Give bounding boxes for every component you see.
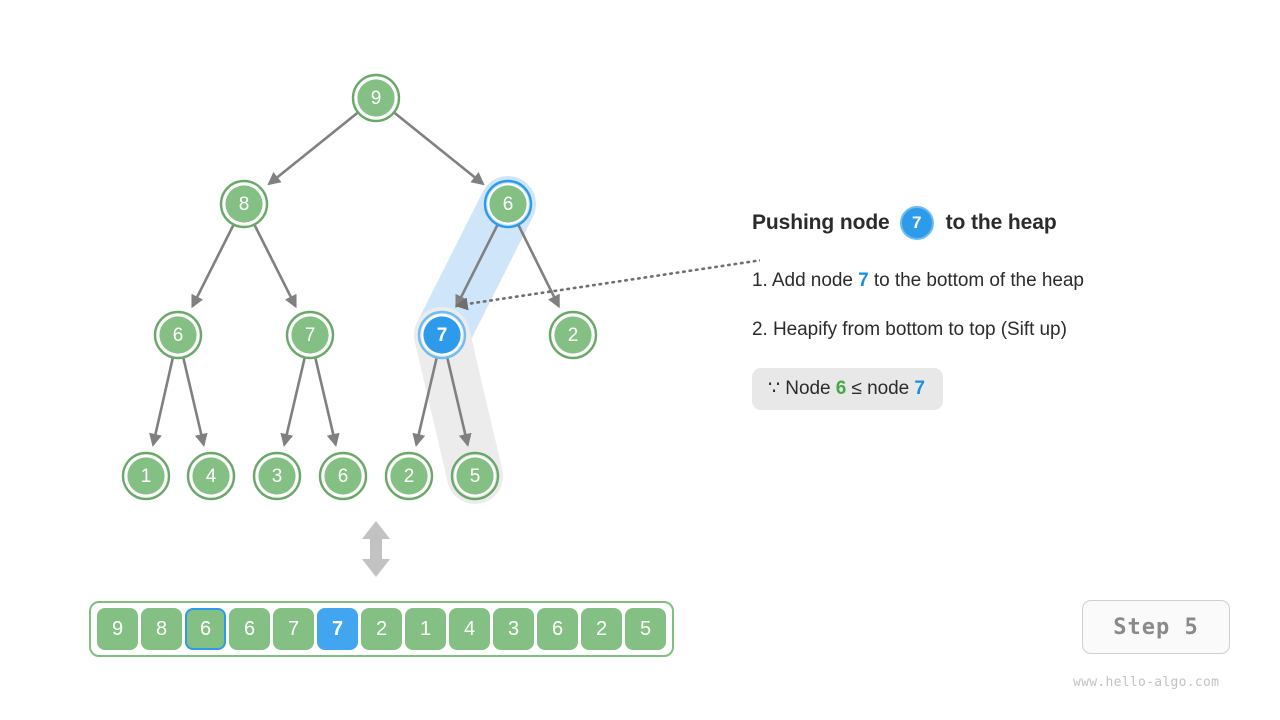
tree-node-n3: 6 (153, 310, 203, 360)
tree-edge-n4-n9 (280, 358, 306, 447)
reason-left-value: 6 (835, 378, 847, 399)
explanation-panel: Pushing node 7 to the heap 1. Add node 7… (752, 206, 1252, 410)
tree-edge-n1-n3 (191, 224, 235, 309)
tree-node-label: 6 (173, 325, 184, 346)
reason-right-value: 7 (914, 378, 925, 399)
tree-node-label: 4 (206, 466, 217, 487)
array-cell-7: 1 (405, 608, 446, 650)
panel-title-suffix: to the heap (945, 211, 1057, 234)
tree-nodes: 9 8 6 6 7 7 2 1 4 3 6 2 5 (121, 73, 598, 501)
binary-tree: 9 8 6 6 7 7 2 1 4 3 6 2 5 (121, 73, 760, 577)
tree-edge-n2-n5 (455, 224, 499, 309)
tree-edge-n2-n6 (517, 224, 560, 309)
tree-node-label: 2 (568, 325, 579, 346)
reason-operator: ≤ (846, 378, 868, 399)
step-2-pre: 2. Heapify from bottom to top (Sift up) (752, 319, 1067, 340)
tree-node-n7: 1 (121, 451, 171, 501)
array-cell-8: 4 (449, 608, 490, 650)
tree-node-label: 8 (239, 194, 250, 215)
tree-node-n10: 6 (318, 451, 368, 501)
tree-node-n5: 7 (417, 310, 467, 360)
step-1-post: to the bottom of the heap (868, 270, 1084, 291)
array-cell-11: 2 (581, 608, 622, 650)
panel-title: Pushing node 7 to the heap (752, 206, 1252, 240)
tree-node-n9: 3 (252, 451, 302, 501)
reason-post: node (867, 378, 915, 399)
tree-edge-n5-n12 (446, 358, 472, 447)
tree-node-label: 6 (338, 466, 349, 487)
tree-node-label: 1 (141, 466, 152, 487)
tree-node-label: 9 (371, 88, 382, 109)
array-cell-2: 6 (185, 608, 226, 650)
step-1-value: 7 (858, 270, 869, 291)
step-1-pre: 1. Add node (752, 270, 859, 291)
array-cell-0: 9 (97, 608, 138, 650)
double-vertical-arrow-icon (362, 521, 390, 577)
panel-title-prefix: Pushing node (752, 211, 890, 234)
tree-edge-n3-n7 (149, 358, 174, 447)
array-cell-1: 8 (141, 608, 182, 650)
array-cell-4: 7 (273, 608, 314, 650)
tree-edge-n0-n2 (393, 112, 485, 186)
panel-title-node: 7 (899, 206, 934, 240)
tree-edge-n4-n10 (314, 358, 340, 447)
dotted-sift-arrow (454, 259, 760, 311)
tree-node-label: 5 (470, 466, 481, 487)
array-cell-3: 6 (229, 608, 270, 650)
step-list: 1. Add node 7 to the bottom of the heap … (752, 270, 1252, 410)
tree-node-n12: 5 (450, 451, 500, 501)
reason-pre: Node (780, 378, 836, 399)
tree-node-n2: 6 (483, 179, 533, 229)
reason-box: ∵ Node 6 ≤ node 7 (752, 368, 943, 410)
tree-node-label: 7 (437, 325, 448, 346)
array-cell-5: 7 (317, 608, 358, 650)
array-cell-10: 6 (537, 608, 578, 650)
sift-up-arrow (454, 259, 760, 311)
tree-node-label: 2 (404, 466, 415, 487)
because-symbol: ∵ (768, 378, 781, 399)
tree-edge-n5-n11 (412, 358, 438, 447)
tree-node-n8: 4 (186, 451, 236, 501)
tree-node-n6: 2 (548, 310, 598, 360)
array-cell-12: 5 (625, 608, 666, 650)
step-item-1: 1. Add node 7 to the bottom of the heap (752, 270, 1252, 292)
tree-node-n4: 7 (285, 310, 335, 360)
tree-edge-n0-n1 (267, 112, 359, 186)
array-cell-9: 3 (493, 608, 534, 650)
step-item-2: 2. Heapify from bottom to top (Sift up) (752, 319, 1252, 341)
tree-node-label: 3 (272, 466, 283, 487)
step-badge: Step 5 (1082, 600, 1230, 654)
tree-edges (149, 112, 560, 447)
array-cell-6: 2 (361, 608, 402, 650)
tree-node-n11: 2 (384, 451, 434, 501)
tree-node-label: 6 (503, 194, 514, 215)
tree-node-n0: 9 (351, 73, 401, 123)
tree-edge-n1-n4 (253, 224, 297, 309)
tree-node-n1: 8 (219, 179, 269, 229)
tree-node-label: 7 (305, 325, 316, 346)
watermark: www.hello-algo.com (1073, 675, 1220, 690)
tree-edge-n3-n8 (182, 358, 208, 447)
